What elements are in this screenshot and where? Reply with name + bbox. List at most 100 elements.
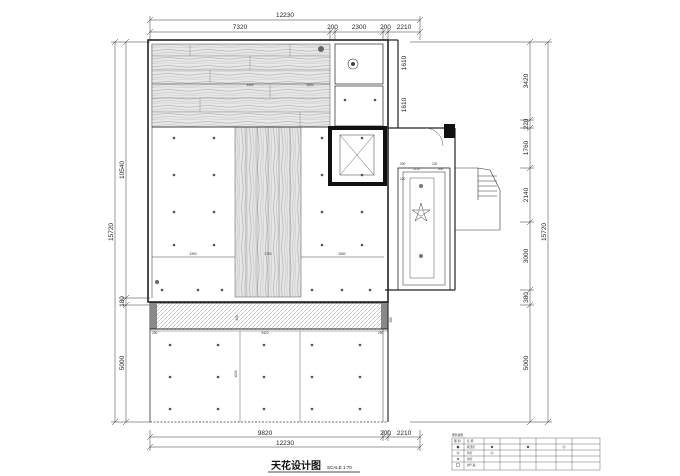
downlight-icon bbox=[168, 407, 172, 411]
dim-top-1: 7320 bbox=[233, 24, 248, 31]
legend-row-3: 射灯 bbox=[467, 457, 473, 461]
dim-290a: 290 bbox=[152, 331, 158, 335]
beam-end-left bbox=[150, 303, 157, 329]
dim-top-4: 200 bbox=[380, 24, 391, 31]
door-swing bbox=[424, 127, 444, 147]
legend-light-icon-d bbox=[526, 445, 530, 449]
dim-1610a: 1610 bbox=[401, 55, 408, 70]
ceiling-light-icon bbox=[318, 46, 324, 52]
downlight-icon bbox=[310, 407, 314, 411]
dim-380: 380 bbox=[389, 317, 393, 323]
dim-right-6: 380 bbox=[523, 292, 530, 303]
dim-120a: 120 bbox=[400, 177, 406, 181]
legend-row-2: 筒灯 bbox=[467, 451, 473, 455]
downlight-icon bbox=[358, 343, 362, 347]
pendant-light-icon bbox=[419, 184, 423, 188]
legend-light-icon-e bbox=[562, 445, 566, 449]
legend-col-name: 名 称 bbox=[467, 439, 474, 443]
dim-right-1: 3420 bbox=[523, 73, 530, 88]
legend-spotlight-icon bbox=[456, 457, 460, 461]
downlight-icon bbox=[320, 243, 324, 247]
dim-bot-1: 9820 bbox=[258, 430, 273, 437]
right-corridor bbox=[385, 127, 456, 291]
dim-300: 300 bbox=[400, 162, 406, 166]
downlight-icon bbox=[216, 343, 220, 347]
downlight-icon bbox=[358, 375, 362, 379]
downlight-icon bbox=[172, 210, 176, 214]
downlight-icon bbox=[172, 243, 176, 247]
legend-row-1: 吸顶灯 bbox=[467, 445, 476, 449]
downlight-icon bbox=[168, 343, 172, 347]
wood-ceiling-lower bbox=[151, 83, 331, 128]
wood-ceiling-upper bbox=[151, 43, 331, 85]
dim-290b: 290 bbox=[378, 331, 384, 335]
right-dimensions bbox=[410, 38, 552, 426]
dim-right-total: 15720 bbox=[541, 223, 548, 241]
drawing-scale: SCALE 1:70 bbox=[327, 465, 352, 470]
legend-row-4: 排气扇 bbox=[467, 463, 476, 467]
dim-120b: 120 bbox=[432, 162, 438, 166]
terrace bbox=[149, 302, 389, 423]
dim-2750: 2750 bbox=[264, 252, 271, 256]
left-dimensions bbox=[111, 38, 150, 426]
legend-ceiling-light-icon bbox=[456, 445, 460, 449]
legend-exhaust-fan-icon bbox=[456, 463, 460, 467]
bottom-dimensions bbox=[146, 430, 424, 451]
elevator-car bbox=[339, 134, 375, 176]
dim-left-total: 15720 bbox=[108, 223, 115, 241]
legend-downlight-icon bbox=[456, 451, 460, 455]
downlight-icon bbox=[320, 210, 324, 214]
dim-top-5: 2210 bbox=[397, 24, 412, 31]
dim-left-2: 180 bbox=[119, 296, 126, 307]
pendant-light-icon-2 bbox=[419, 254, 423, 258]
beam-band bbox=[149, 302, 389, 330]
downlight-icon bbox=[262, 375, 266, 379]
downlight-icon bbox=[212, 210, 216, 214]
downlight-icon bbox=[160, 288, 164, 292]
dim-right-7: 5000 bbox=[523, 355, 530, 370]
legend-light-icon-b bbox=[490, 445, 494, 449]
downlight-icon bbox=[216, 375, 220, 379]
downlight-icon bbox=[216, 407, 220, 411]
dim-3500: 3500 bbox=[306, 83, 313, 87]
dim-left-1: 10540 bbox=[119, 161, 126, 179]
exhaust-fan-icon bbox=[347, 58, 359, 70]
downlight-icon bbox=[220, 288, 224, 292]
downlight-icon bbox=[212, 136, 216, 140]
dim-top-total: 12230 bbox=[276, 12, 294, 19]
dim-right-3: 1760 bbox=[523, 140, 530, 155]
dim-1610b: 1610 bbox=[401, 97, 408, 112]
downlight-icon bbox=[320, 173, 324, 177]
dim-right-2: 220 bbox=[523, 118, 530, 129]
downlight-icon bbox=[340, 288, 344, 292]
legend-col-symbol: 图 例 bbox=[454, 439, 461, 443]
downlight-icon bbox=[360, 210, 364, 214]
beam-end-right bbox=[381, 303, 388, 329]
column-black bbox=[444, 124, 455, 138]
drawing-title: 天花设计图 bbox=[271, 459, 321, 472]
dim-top-3: 2300 bbox=[352, 24, 367, 31]
dim-300b: 300 bbox=[438, 167, 444, 171]
dim-bot-total: 12230 bbox=[276, 440, 294, 447]
wood-plank-joints bbox=[152, 44, 330, 127]
downlight-icon bbox=[172, 136, 176, 140]
light-trough bbox=[409, 177, 435, 279]
downlight-icon bbox=[360, 136, 364, 140]
dim-1110: 1110 bbox=[413, 167, 420, 171]
downlight-icon bbox=[168, 375, 172, 379]
downlight-icon bbox=[360, 243, 364, 247]
dim-3400: 3400 bbox=[246, 83, 253, 87]
downlight-icon bbox=[310, 375, 314, 379]
elevator-cross-b bbox=[339, 134, 375, 176]
dim-2680: 2680 bbox=[338, 252, 345, 256]
downlight-icon bbox=[172, 173, 176, 177]
downlight-icon bbox=[368, 288, 372, 292]
dim-bot-2: 200 bbox=[380, 430, 391, 437]
downlight-icon bbox=[320, 136, 324, 140]
legend-header: 图例说明： bbox=[452, 433, 466, 437]
downlight-icon bbox=[155, 280, 159, 284]
downlight-icon bbox=[262, 343, 266, 347]
downlight-icon bbox=[262, 407, 266, 411]
downlight-icon bbox=[343, 98, 347, 102]
